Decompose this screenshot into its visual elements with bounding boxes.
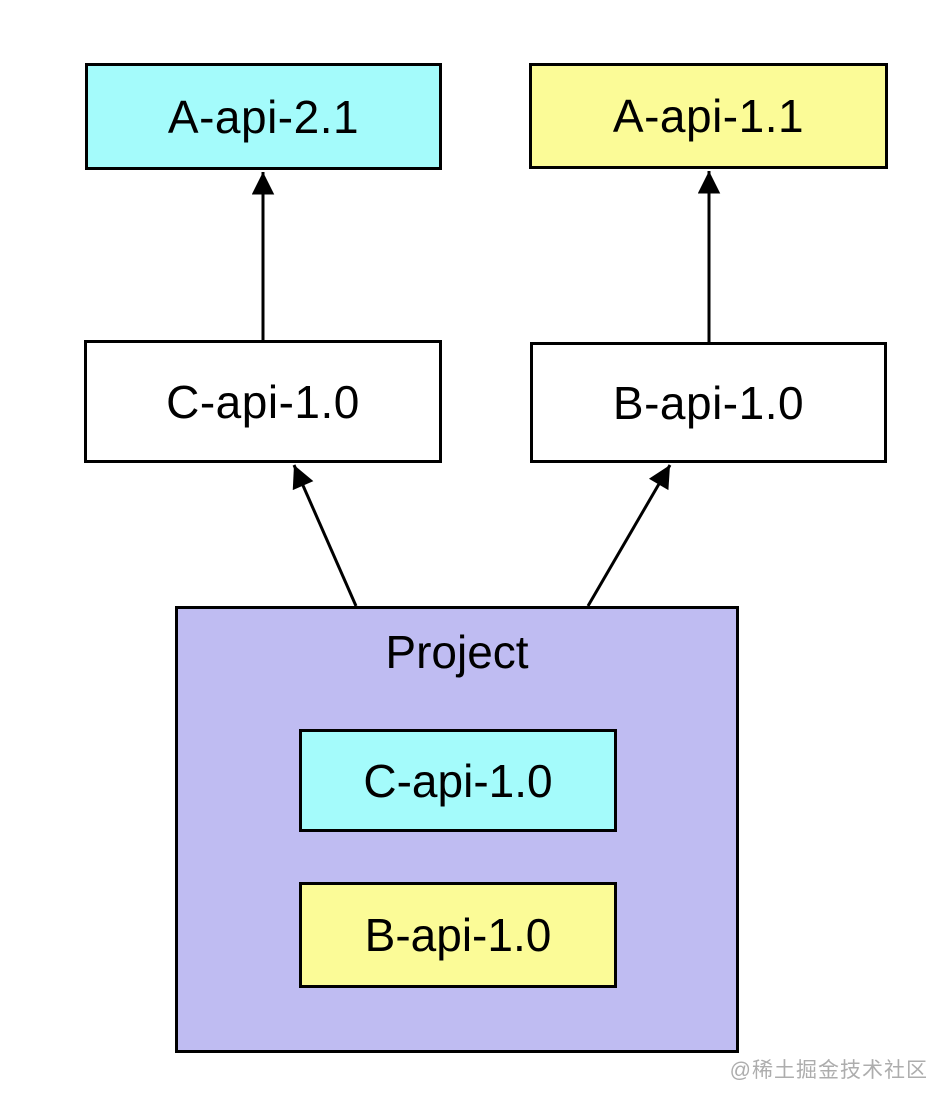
node-label: A-api-2.1 bbox=[167, 90, 360, 143]
node-b-api-1-0: B-api-1.0 bbox=[530, 342, 887, 463]
node-label: C-api-1.0 bbox=[166, 375, 360, 428]
project-dep-c-api-1-0: C-api-1.0 bbox=[299, 729, 617, 832]
node-label: C-api-1.0 bbox=[363, 754, 553, 807]
juejin-watermark: @稀土掘金技术社区 bbox=[729, 1059, 928, 1082]
project-dep-b-api-1-0: B-api-1.0 bbox=[299, 882, 617, 988]
node-label: B-api-1.0 bbox=[612, 376, 805, 429]
node-project: Project C-api-1.0 B-api-1.0 bbox=[175, 606, 739, 1053]
node-a-api-2-1: A-api-2.1 bbox=[85, 63, 442, 170]
node-c-api-1-0: C-api-1.0 bbox=[84, 340, 442, 463]
node-a-api-1-1: A-api-1.1 bbox=[529, 63, 888, 169]
project-title: Project bbox=[385, 626, 529, 678]
node-label: B-api-1.0 bbox=[364, 909, 552, 961]
node-label: A-api-1.1 bbox=[612, 90, 805, 142]
arrow-project-to-b-api bbox=[586, 464, 672, 607]
arrow-project-to-c-api bbox=[292, 464, 358, 607]
